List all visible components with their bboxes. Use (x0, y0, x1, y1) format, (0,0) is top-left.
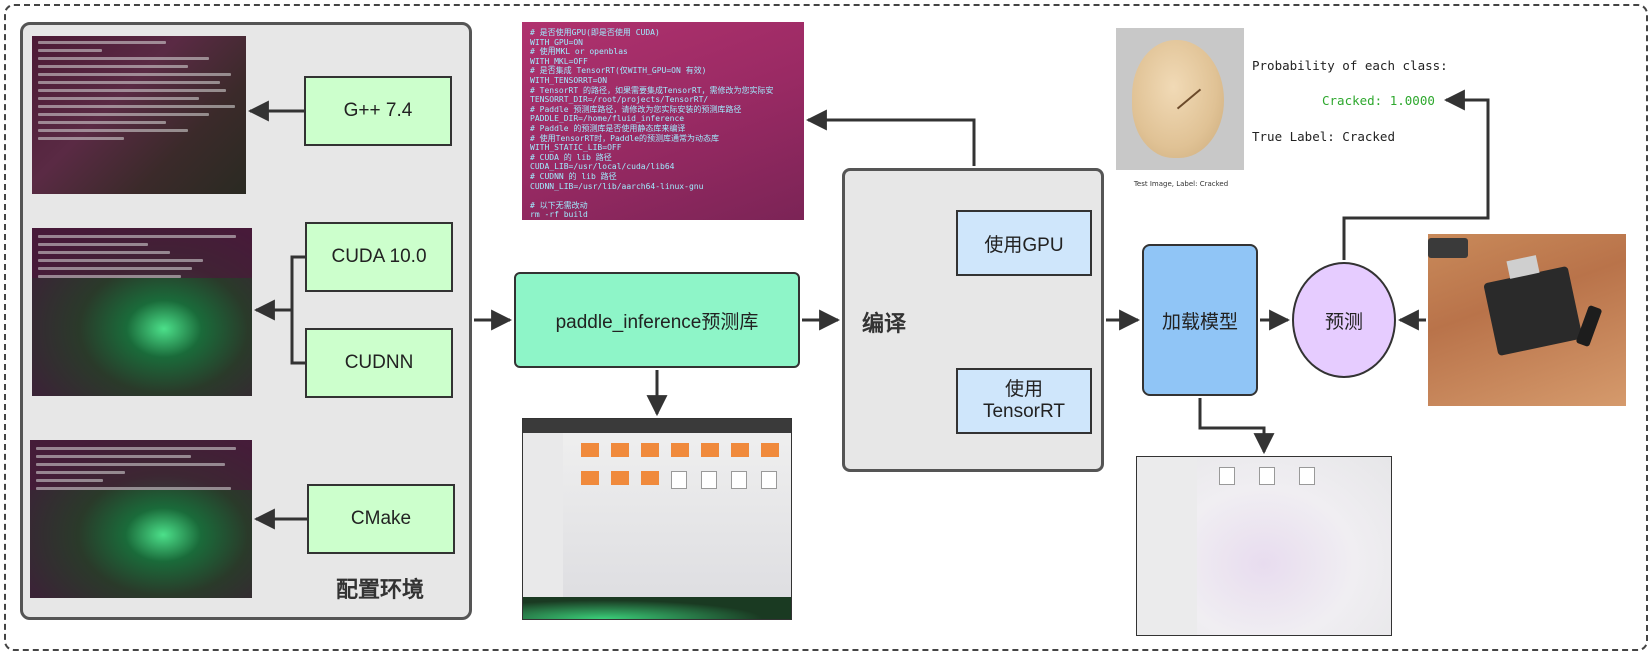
compile-to-script-arrow (805, 109, 976, 166)
build-script-text: # 是否使用GPU(即是否使用 CUDA) WITH_GPU=ON # 使用MK… (530, 28, 774, 220)
use-gpu-label: 使用GPU (984, 234, 1064, 256)
cudnn-node: CUDNN (305, 328, 453, 398)
load-model-label: 加载模型 (1161, 311, 1238, 333)
gpp-node: G++ 7.4 (304, 76, 452, 146)
use-gpu-node: 使用GPU (956, 210, 1092, 276)
inference-lib-folder-screenshot (522, 418, 792, 620)
predict-node: 预测 (1292, 262, 1396, 378)
test-image-caption: Test Image, Label: Cracked (1133, 180, 1229, 188)
paddle-inference-node: paddle_inference预测库 (514, 272, 800, 368)
environment-title: 配置环境 (335, 577, 424, 602)
model-folder-screenshot (1136, 456, 1392, 636)
gpp-label: G++ 7.4 (343, 100, 413, 121)
load-model-node: 加载模型 (1142, 244, 1258, 396)
prediction-result: Cracked: 1.0000 (1322, 93, 1435, 108)
cuda-label: CUDA 10.0 (331, 246, 427, 267)
cmake-node: CMake (307, 484, 455, 554)
cmake-terminal-screenshot (30, 440, 252, 598)
test-image (1116, 28, 1244, 170)
build-script-screenshot: # 是否使用GPU(即是否使用 CUDA) WITH_GPU=ON # 使用MK… (522, 22, 804, 220)
gpp-terminal-screenshot (32, 36, 246, 194)
cmake-label: CMake (350, 508, 412, 529)
cudnn-label: CUDNN (344, 352, 414, 373)
cuda-node: CUDA 10.0 (305, 222, 453, 292)
load-to-folder-arrow (1198, 398, 1275, 455)
compile-title: 编译 (862, 311, 907, 336)
jetson-board-photo (1428, 234, 1626, 406)
probability-heading: Probability of each class: (1252, 58, 1448, 73)
true-label: True Label: Cracked (1252, 129, 1395, 144)
cuda-terminal-screenshot (32, 228, 252, 396)
predict-label: 预测 (1324, 311, 1363, 333)
diagram-frame (4, 4, 1648, 651)
predict-to-result-arrow (1342, 89, 1490, 260)
cuda-cudnn-bracket (290, 255, 305, 365)
use-tensorrt-node: 使用 TensorRT (956, 368, 1092, 434)
use-tensorrt-label: 使用 TensorRT (982, 379, 1065, 422)
paddle-inference-label: paddle_inference预测库 (555, 311, 759, 333)
